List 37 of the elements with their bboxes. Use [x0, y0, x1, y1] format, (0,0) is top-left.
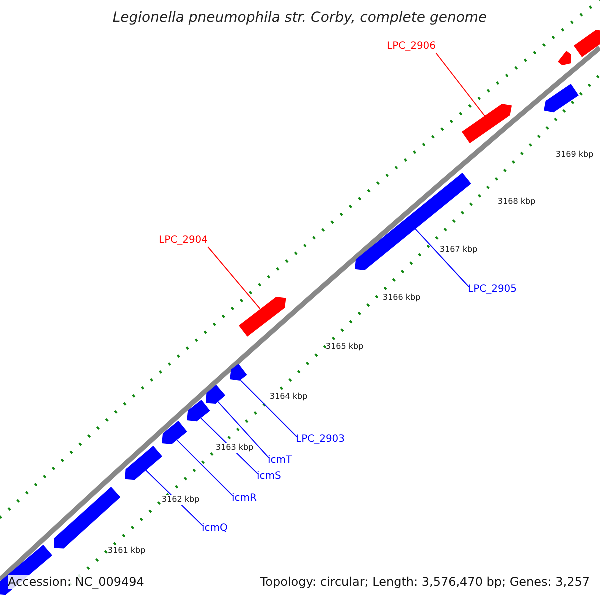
title: Legionella pneumophila str. Corby, complete genome [112, 10, 488, 26]
gene-feature [544, 84, 579, 113]
gene-label: LPC_2904 [159, 235, 208, 247]
gene-label: LPC_2905 [468, 284, 518, 296]
scale-label: 3169 kbp [556, 150, 594, 160]
gene-feature [230, 364, 248, 382]
accession-text: Accession: NC_009494 [8, 575, 144, 589]
leader-line [414, 228, 470, 288]
leader-line [240, 380, 298, 438]
gene-label: icmR [232, 493, 257, 505]
gene-feature [238, 296, 286, 337]
gene-label: LPC_2906 [387, 41, 436, 53]
gene-feature [206, 384, 226, 404]
leader-line [218, 401, 270, 458]
gene-feature [125, 446, 163, 480]
scale-label: 3166 kbp [383, 293, 421, 303]
gene-label: icmT [268, 455, 292, 467]
gene-label: icmS [257, 471, 282, 483]
leader-line [176, 439, 234, 496]
scale-label: 3162 kbp [162, 495, 200, 505]
gene-feature [54, 486, 121, 548]
scale-label: 3165 kbp [326, 342, 364, 352]
gene-feature [462, 104, 512, 144]
leader-line [436, 52, 486, 117]
scale-label: 3164 kbp [270, 392, 308, 402]
scale-label: 3161 kbp [108, 546, 146, 556]
gene-feature [574, 30, 600, 58]
gene-feature [162, 420, 188, 444]
genome-info-text: Topology: circular; Length: 3,576,470 bp; Genes: 3,257 [260, 575, 590, 589]
gene-label: icmQ [202, 523, 228, 535]
gene-feature [558, 51, 571, 66]
scale-label: 3163 kbp [216, 443, 254, 453]
scale-label: 3167 kbp [440, 245, 478, 255]
gene-label: LPC_2903 [296, 434, 346, 446]
gene-feature [187, 400, 210, 422]
scale-label: 3168 kbp [498, 197, 536, 207]
leader-line [208, 246, 261, 310]
